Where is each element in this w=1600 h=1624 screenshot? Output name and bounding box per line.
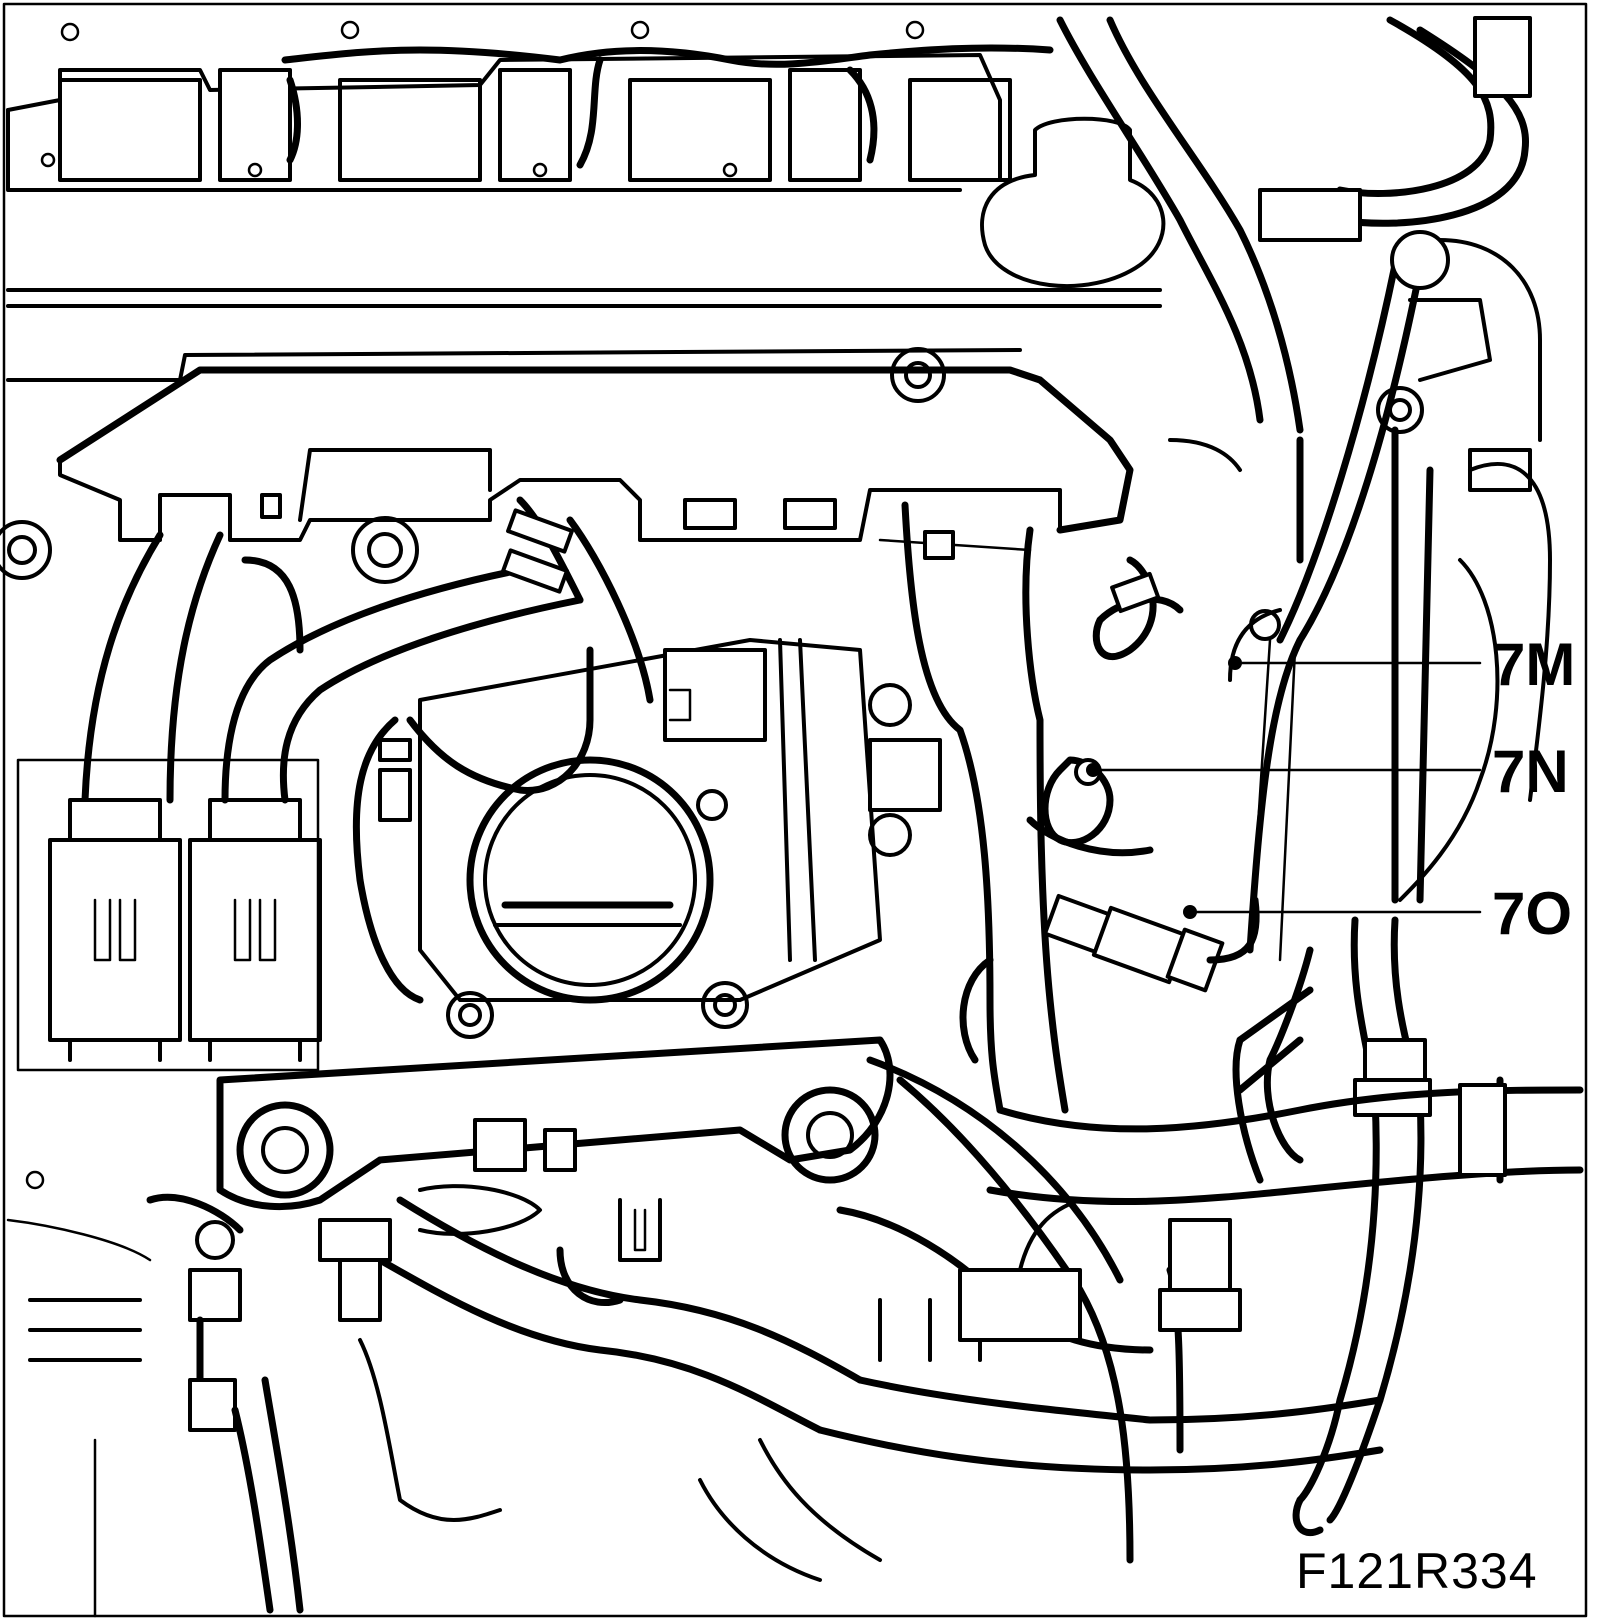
intake-manifold [0, 347, 1134, 584]
callout-label-7N: 7N [1492, 738, 1569, 805]
figure-id: F121R334 [1296, 1543, 1538, 1599]
right-lower-hose [1232, 986, 1314, 1184]
right-vertical-pipe [1292, 426, 1434, 1537]
coolant-hose-vertical [878, 501, 1069, 1114]
throttle-body [418, 638, 942, 1039]
left-connectors [16, 531, 322, 1072]
callout-7O: 7O [1183, 880, 1572, 947]
callout-7M: 7M [1228, 631, 1575, 698]
cylinder-head-edges [6, 288, 1162, 382]
turbo-housing [1376, 238, 1552, 902]
vacuum-tube-left [352, 646, 594, 1004]
wiring-harness-lower [376, 946, 1584, 1564]
dipstick-tube [1228, 230, 1450, 962]
lower-left-sensor [6, 1170, 304, 1618]
leader-dot-7M [1228, 656, 1242, 670]
ignition-coil-rail [6, 20, 1054, 192]
temp-sensor-connector [1042, 893, 1260, 993]
callout-7N: 7N [1086, 738, 1569, 805]
leader-dot-7O [1183, 905, 1197, 919]
callout-label-7M: 7M [1492, 631, 1575, 698]
callout-label-7O: 7O [1492, 880, 1572, 947]
intake-hose [221, 496, 654, 804]
cam-sensor [1092, 556, 1281, 660]
leader-dot-7N [1086, 763, 1100, 777]
lower-center-parts [318, 1184, 1082, 1582]
upper-right-hose [1056, 16, 1532, 564]
